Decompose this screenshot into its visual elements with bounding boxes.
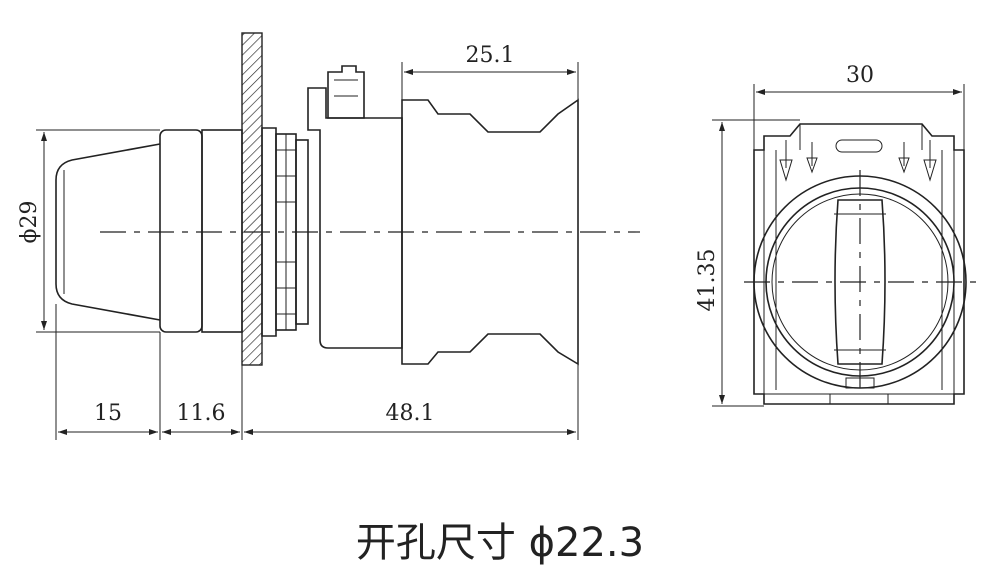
bottom-notch	[845, 377, 875, 389]
lock-nut	[261, 127, 277, 337]
dim-11-6-label: 11.6	[177, 401, 226, 426]
dimension-diameter: ϕ29	[17, 129, 160, 333]
latch-body	[307, 87, 403, 349]
cutout-size-caption: 开孔尺寸 ϕ22.3	[355, 520, 645, 566]
top-slot	[835, 139, 883, 153]
dim-48-1-label: 48.1	[386, 401, 435, 426]
side-view: 25.1 ϕ29 15 11.6 48.1	[17, 32, 640, 440]
position-arrows	[779, 140, 937, 182]
dimension-height: 41.35	[695, 119, 800, 407]
knob-lever	[834, 199, 886, 365]
dim-15-label: 15	[94, 401, 122, 426]
dim-phi29-label: ϕ29	[17, 201, 42, 244]
latch-clip	[327, 65, 365, 119]
dimension-bottom: 15 11.6 48.1	[55, 304, 579, 440]
mounting-panel	[241, 32, 263, 366]
dim-30-label: 30	[846, 63, 874, 88]
adapter-block	[295, 139, 309, 325]
front-view: 30 41.35	[695, 63, 976, 407]
dim-25-1-label: 25.1	[466, 43, 515, 68]
dimension-top: 25.1	[401, 43, 579, 100]
dimension-width: 30	[753, 63, 965, 150]
front-collar	[201, 129, 243, 333]
front-bezel	[159, 129, 203, 333]
knob-outline	[55, 143, 161, 321]
dim-41-35-label: 41.35	[695, 249, 720, 312]
